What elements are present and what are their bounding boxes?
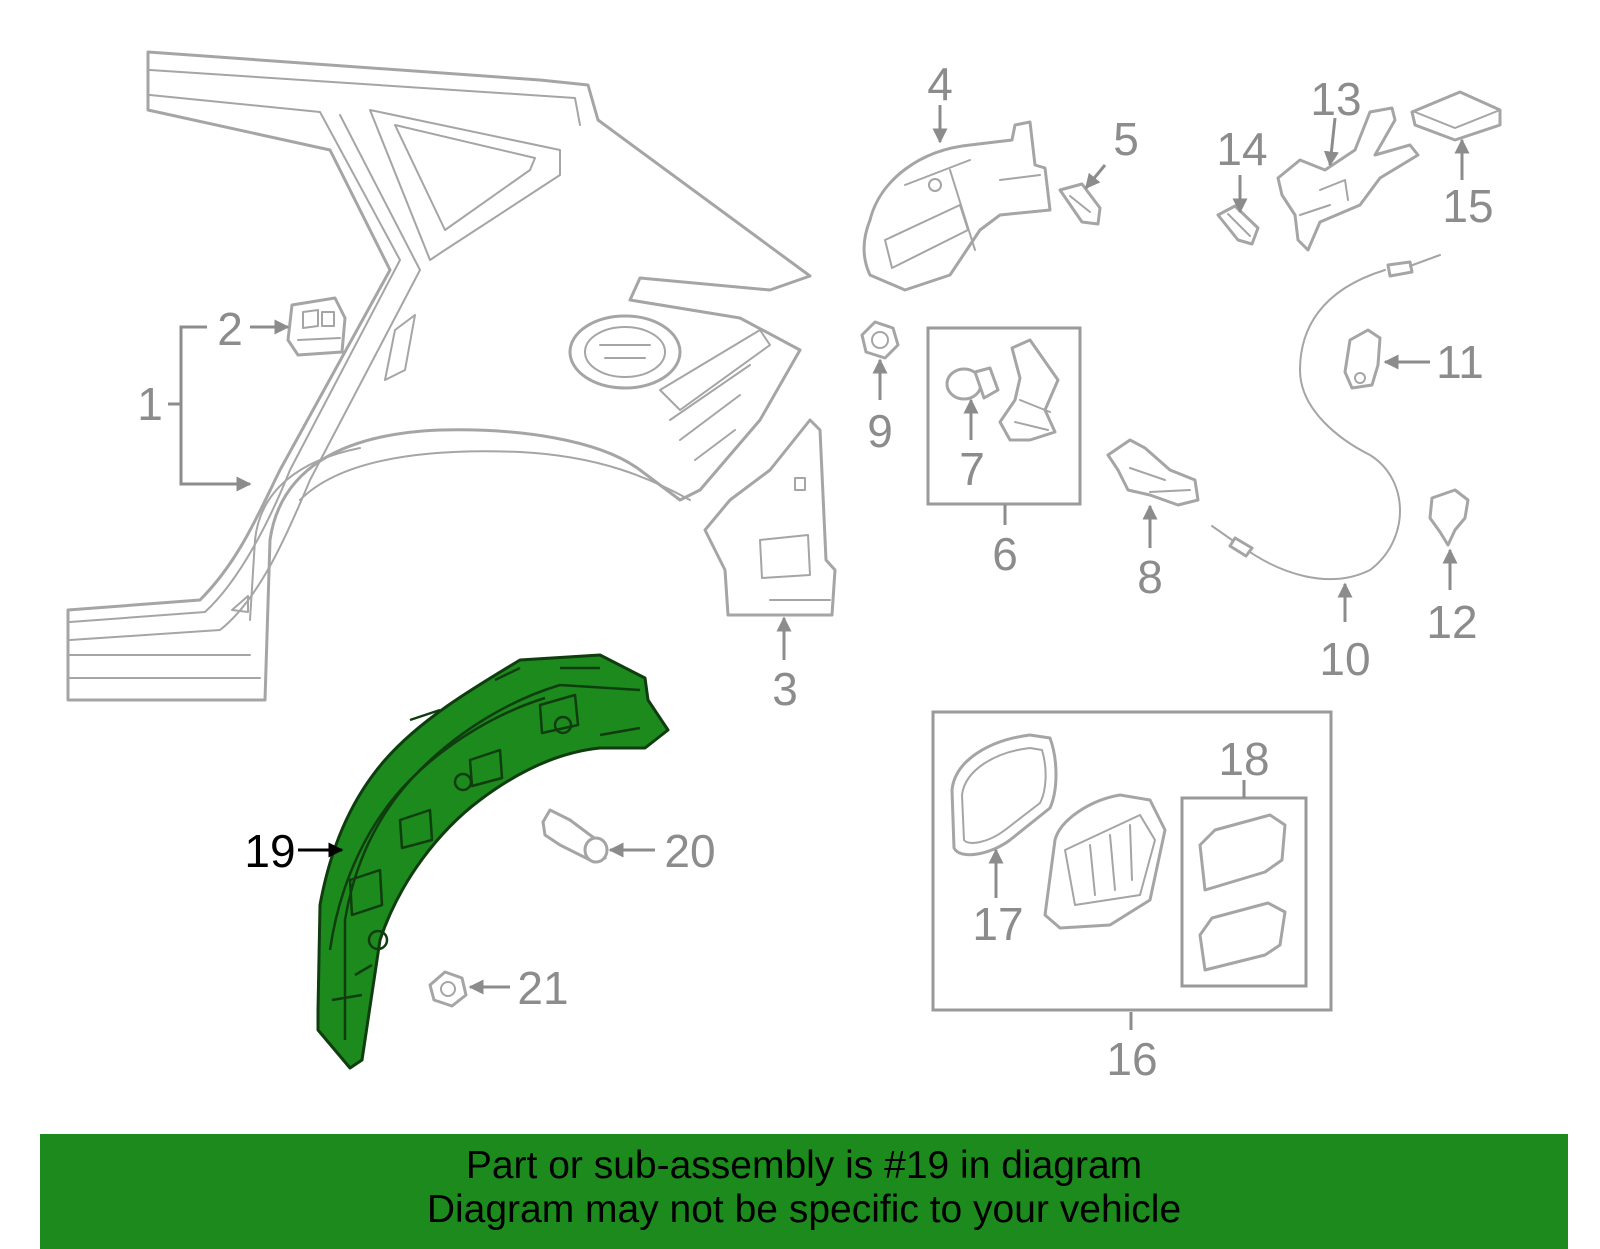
callout-3: 3	[772, 663, 798, 715]
part-19-fender-liner-highlighted	[316, 653, 670, 1070]
banner-line-2: Diagram may not be specific to your vehi…	[426, 1188, 1182, 1231]
part-3-bracket	[703, 418, 837, 617]
callout-8: 8	[1137, 551, 1163, 603]
callout-11: 11	[1436, 336, 1484, 388]
part-2-clip	[286, 296, 347, 357]
group-box-16	[931, 710, 1333, 1012]
callout-21: 21	[517, 962, 568, 1014]
callout-9: 9	[867, 405, 893, 457]
banner-line-1: Part or sub-assembly is #19 in diagram	[465, 1144, 1143, 1187]
leader-lines	[168, 105, 1470, 1030]
part-9-nut	[860, 320, 900, 360]
callout-numbers: 1 2 3 4 5 6 7 8 9 10 11 12 13 14 15 16 1…	[137, 58, 1493, 1085]
callout-2: 2	[217, 303, 243, 355]
callout-4: 4	[927, 58, 953, 110]
part-21-nut	[428, 970, 468, 1008]
part-13-hinge	[1276, 106, 1420, 252]
quarter-panel-part-1	[66, 50, 812, 702]
callout-20: 20	[664, 825, 715, 877]
callout-5: 5	[1113, 113, 1139, 165]
callout-13: 13	[1310, 73, 1361, 125]
part-11-clip	[1343, 328, 1382, 390]
part-4-fuel-housing	[862, 120, 1052, 292]
part-14-bolt	[1216, 204, 1260, 246]
callout-17: 17	[972, 898, 1023, 950]
callout-15: 15	[1442, 180, 1493, 232]
group-box-6	[926, 326, 1082, 506]
callout-19: 19	[244, 825, 295, 877]
callout-16: 16	[1106, 1033, 1157, 1085]
part-10-cable	[1211, 254, 1441, 581]
info-banner: Part or sub-assembly is #19 in diagram D…	[40, 1134, 1568, 1249]
callout-1: 1	[137, 378, 163, 430]
callout-12: 12	[1426, 596, 1477, 648]
callout-7: 7	[959, 443, 985, 495]
callout-18: 18	[1218, 733, 1269, 785]
part-15-cap	[1410, 90, 1502, 142]
part-20-push-pin	[541, 808, 609, 864]
callout-6: 6	[992, 528, 1018, 580]
part-12-clip	[1428, 488, 1470, 547]
callout-14: 14	[1216, 123, 1267, 175]
callout-10: 10	[1319, 633, 1370, 685]
part-5-bolt	[1058, 182, 1102, 226]
part-8-actuator	[1106, 438, 1200, 507]
